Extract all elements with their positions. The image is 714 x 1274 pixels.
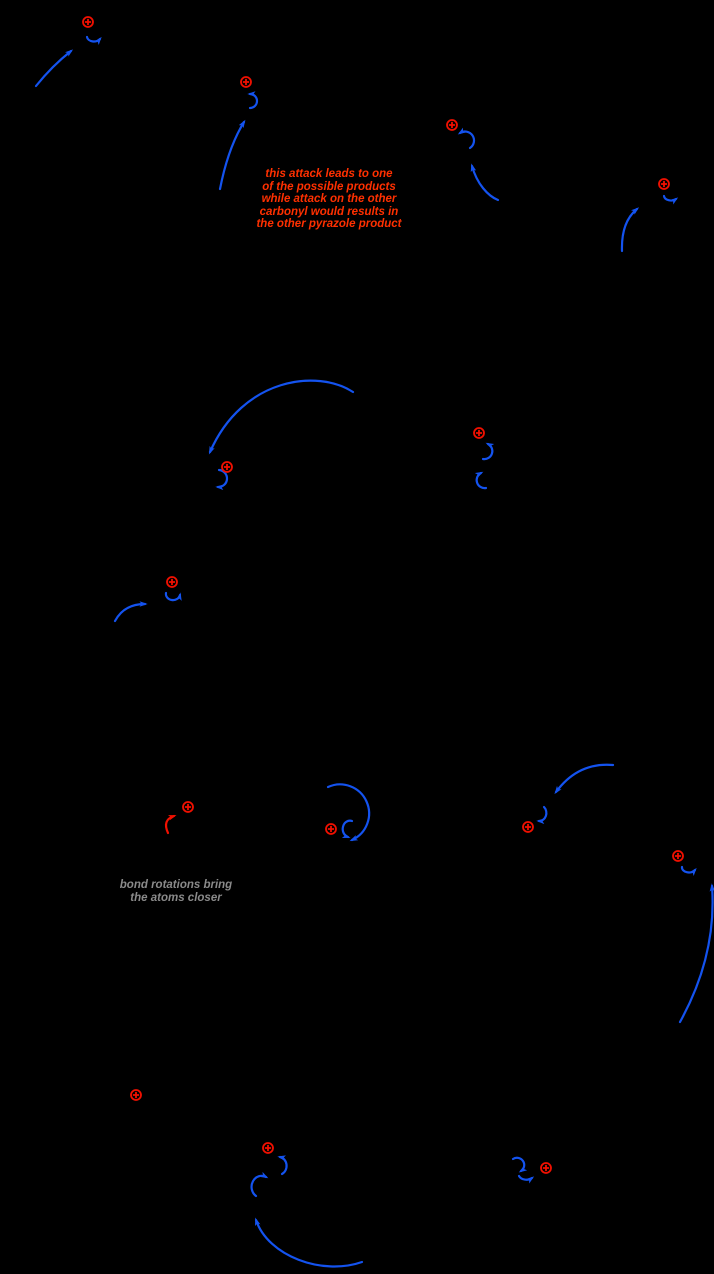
plus-charge-icon xyxy=(262,1142,274,1154)
plus-charge-icon xyxy=(446,119,458,131)
bottom-arc-arrow xyxy=(254,1217,364,1268)
hook-arrow-oh-2 xyxy=(247,91,259,110)
curved-arrow-attack-3 xyxy=(470,163,500,202)
hook-arrow-14 xyxy=(517,1174,535,1184)
hook-arrow-6a xyxy=(481,442,495,461)
circle-arc-arrow xyxy=(326,783,371,842)
hook-arrow-8 xyxy=(341,819,354,839)
hook-arrow-13 xyxy=(511,1156,528,1173)
plus-charge-icon xyxy=(82,16,94,28)
curved-arrow-9 xyxy=(554,763,615,795)
annotation-line: the other pyrazole product xyxy=(256,218,402,230)
plus-charge-icon xyxy=(473,427,485,439)
plus-charge-icon xyxy=(130,1089,142,1101)
annotation-line: this attack leads to one xyxy=(265,168,393,180)
hook-arrow-oh-3 xyxy=(457,127,476,150)
plus-charge-icon xyxy=(540,1162,552,1174)
hook-arrow-9 xyxy=(536,805,548,825)
plus-charge-icon xyxy=(522,821,534,833)
plus-charge-icon xyxy=(658,178,670,190)
red-hook-arrow xyxy=(164,814,177,835)
annotation-line: bond rotations bring xyxy=(119,879,233,891)
plus-charge-icon xyxy=(240,76,252,88)
curved-arrow-attack-4 xyxy=(620,207,640,253)
hook-arrow-7 xyxy=(164,591,182,602)
attack-annotation: this attack leads to one of the possible… xyxy=(238,168,420,231)
annotation-line: of the possible products xyxy=(262,180,396,193)
annotation-line: while attack on the other xyxy=(261,193,397,205)
curved-arrow-7 xyxy=(113,601,148,623)
plus-charge-icon xyxy=(672,850,684,862)
plus-charge-icon xyxy=(166,576,178,588)
hook-arrow-12 xyxy=(250,1171,269,1198)
hook-arrow-oh-4 xyxy=(662,194,679,205)
long-arc-arrow xyxy=(678,883,714,1024)
hook-arrow-6b xyxy=(474,471,488,490)
curved-arrow-attack-1 xyxy=(34,49,74,88)
big-arc-arrow xyxy=(208,379,355,455)
plus-charge-icon xyxy=(182,801,194,813)
curved-arrow-attack-2 xyxy=(218,119,246,191)
annotation-line: carbonyl would results in xyxy=(259,205,399,218)
hook-arrow-oh-1 xyxy=(85,35,102,46)
annotation-line: the atoms closer xyxy=(130,892,222,905)
plus-charge-icon xyxy=(325,823,337,835)
plus-charge-icon xyxy=(221,461,233,473)
hook-arrow-5 xyxy=(215,468,229,491)
hook-arrow-11 xyxy=(277,1155,288,1176)
bond-rotation-annotation: bond rotations bring the atoms closer xyxy=(94,879,258,905)
hook-arrow-10 xyxy=(680,865,697,877)
